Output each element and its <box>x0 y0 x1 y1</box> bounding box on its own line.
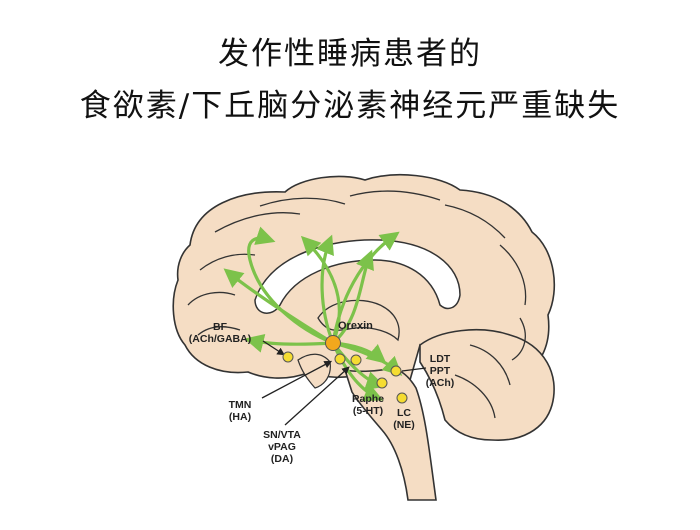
tmn-label-2: (HA) <box>229 411 251 423</box>
orexin-node <box>325 335 341 351</box>
snvta-label-2: vPAG <box>268 441 296 453</box>
tmn-node <box>334 353 346 365</box>
orexin-label: Orexin <box>338 320 373 332</box>
ldt-ppt-node <box>390 365 402 377</box>
snvta-label-1: SN/VTA <box>263 429 301 441</box>
snvta-node <box>350 354 362 366</box>
tmn-label-1: TMN <box>229 399 252 411</box>
ldt-label-3: (ACh) <box>426 377 455 389</box>
title-line-2: 食欲素/下丘脑分泌素神经元严重缺失 <box>79 88 621 124</box>
brainstem <box>343 367 437 501</box>
corpus-callosum <box>254 239 461 314</box>
lc-label-2: (NE) <box>393 419 415 431</box>
raphe-node <box>376 377 388 389</box>
raphe-label-1: Raphe <box>352 393 384 405</box>
bf-label-2: (ACh/GABA) <box>189 333 251 345</box>
title-line-1: 发作性睡病患者的 <box>218 36 482 72</box>
ldt-label-2: PPT <box>430 365 451 377</box>
bf-label-1: BF <box>213 321 228 333</box>
lc-label-1: LC <box>397 407 411 419</box>
raphe-label-2: (5-HT) <box>353 405 383 417</box>
lc-node <box>396 392 408 404</box>
cerebellum <box>419 329 555 441</box>
snvta-label-3: (DA) <box>271 453 293 465</box>
label-pointers <box>261 340 427 426</box>
bf-node <box>282 351 294 363</box>
ldt-label-1: LDT <box>430 353 451 365</box>
